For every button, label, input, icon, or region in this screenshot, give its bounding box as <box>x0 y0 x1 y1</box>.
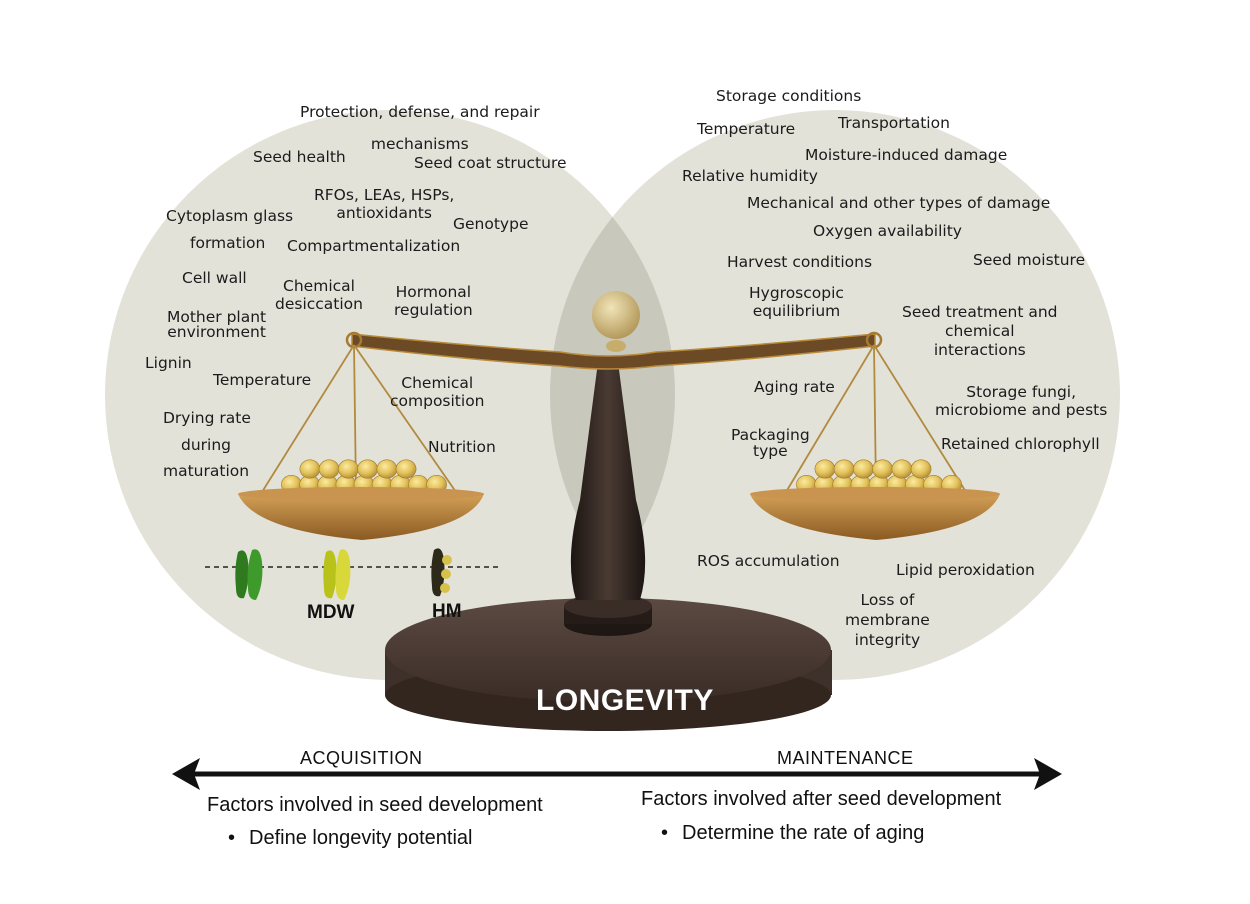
seed <box>872 459 893 479</box>
maintenance-title: MAINTENANCE <box>777 748 914 768</box>
factor-temperature-acq: Temperature <box>213 371 312 389</box>
acquisition-description: Factors involved in seed development <box>207 794 543 816</box>
factor-storage-conditions: Storage conditions <box>716 87 862 105</box>
factor-cell-wall: Cell wall <box>182 269 247 287</box>
longevity-label: LONGEVITY <box>536 684 714 717</box>
factor-seed-moisture: Seed moisture <box>973 251 1086 269</box>
seed <box>299 459 321 479</box>
acquisition-bullet: •Define longevity potential <box>228 827 473 849</box>
maintenance-description: Factors involved after seed development <box>641 788 1002 810</box>
factor-seed-coat: Seed coat structure <box>414 154 567 172</box>
factor-rfos: RFOs, LEAs, HSPs,antioxidants <box>314 186 455 222</box>
pod-mature-icon <box>431 548 452 597</box>
factor-genotype: Genotype <box>453 215 529 233</box>
factor-maturation: maturation <box>163 462 250 480</box>
seed <box>338 459 359 479</box>
seed <box>853 459 874 479</box>
factor-mechanical-damage: Mechanical and other types of damage <box>747 194 1051 212</box>
seed <box>318 459 340 479</box>
pod-label-mdw: MDW <box>307 602 355 623</box>
factor-storage-fungi: Storage fungi,microbiome and pests <box>935 383 1108 419</box>
factor-relative-humidity: Relative humidity <box>682 167 818 185</box>
left-pan <box>238 490 484 540</box>
maintenance-circle <box>550 110 1120 680</box>
left-pan-rim <box>238 487 484 501</box>
factor-cytoplasm-glass: Cytoplasm glass <box>166 207 294 225</box>
seed <box>814 459 836 479</box>
factor-lignin: Lignin <box>145 354 192 372</box>
factor-during: during <box>181 436 232 454</box>
factor-drying-rate: Drying rate <box>163 409 251 427</box>
factor-moisture-damage: Moisture-induced damage <box>805 146 1008 164</box>
factor-lipid-peroxidation: Lipid peroxidation <box>896 561 1035 579</box>
factor-formation: formation <box>190 234 266 252</box>
factor-aging-rate: Aging rate <box>754 378 835 396</box>
right-pan-rim <box>750 487 1000 501</box>
maintenance-bullet-text: Determine the rate of aging <box>682 822 925 844</box>
timeline-arrow <box>172 758 1062 790</box>
acquisition-bullet-text: Define longevity potential <box>249 827 473 849</box>
pod-green-icon <box>235 549 263 600</box>
scale-knob <box>592 291 640 339</box>
factor-seed-health: Seed health <box>253 148 346 166</box>
factor-ros: ROS accumulation <box>697 552 840 570</box>
pod-yellow-icon <box>323 549 351 600</box>
acquisition-title: ACQUISITION <box>300 748 423 768</box>
scale-pillar <box>570 362 646 600</box>
scale-knob-collar <box>606 340 626 352</box>
factor-harvest: Harvest conditions <box>727 253 873 271</box>
factor-temperature-maint: Temperature <box>697 120 796 138</box>
factor-retained-chlorophyll: Retained chlorophyll <box>941 435 1100 453</box>
pod-label-hm: HM <box>432 601 462 622</box>
seed <box>833 459 855 479</box>
factor-compartmentalization: Compartmentalization <box>287 237 461 255</box>
maintenance-bullet: •Determine the rate of aging <box>661 822 925 844</box>
factor-nutrition: Nutrition <box>428 438 496 456</box>
factor-transportation: Transportation <box>838 114 950 132</box>
seed <box>910 459 932 479</box>
seed <box>891 459 913 479</box>
acquisition-circle <box>105 110 675 680</box>
scale-base <box>385 594 832 731</box>
right-pan <box>750 490 1000 540</box>
factor-oxygen: Oxygen availability <box>813 222 962 240</box>
seed <box>376 459 398 479</box>
seed <box>357 459 378 479</box>
seed <box>395 459 417 479</box>
